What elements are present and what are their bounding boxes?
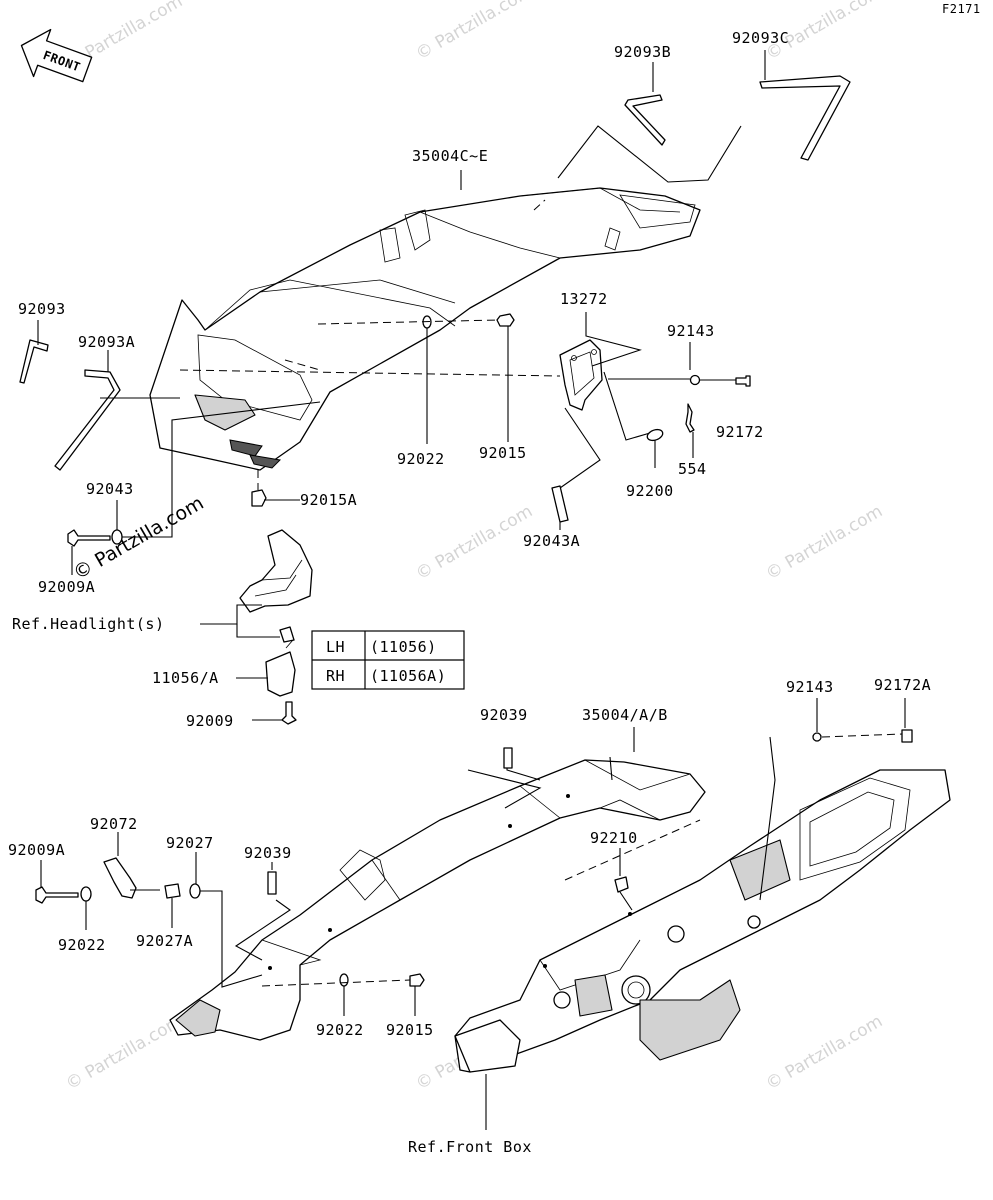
- bolt-head-headlight: [279, 626, 295, 643]
- label-92172A: 92172A: [874, 676, 931, 694]
- label-92043: 92043: [86, 480, 134, 498]
- watermark: © Partzilla.com: [63, 1011, 187, 1094]
- washer-92027: [189, 883, 201, 899]
- table-part-rh: (11056A): [370, 667, 446, 685]
- label-92022-left: 92022: [58, 936, 106, 954]
- label-92039-top: 92039: [480, 706, 528, 724]
- label-92093A: 92093A: [78, 333, 135, 351]
- washer-92022-bottom: [339, 973, 349, 987]
- label-92172: 92172: [716, 423, 764, 441]
- power-outlet-icon: [621, 975, 651, 1005]
- collar-92043: [111, 529, 123, 545]
- ref-front-box: Ref.Front Box: [408, 1138, 532, 1156]
- clip-92210: [614, 876, 629, 893]
- side-table: LH (11056) RH (11056A): [311, 630, 465, 690]
- label-92093B: 92093B: [614, 43, 671, 61]
- watermark: © Partzilla.com: [413, 501, 537, 584]
- figure-code: F2171: [942, 2, 981, 16]
- trim-strip-92093: [19, 339, 49, 384]
- handle-92072: [103, 857, 137, 899]
- bolt-92172: [735, 375, 751, 387]
- collar-92043A: [551, 485, 569, 523]
- lower-body-part: [169, 759, 706, 1041]
- headlight-bracket: [239, 529, 313, 613]
- screw-92009A-top: [67, 529, 111, 547]
- upper-cover-part: [149, 187, 701, 471]
- label-92015A: 92015A: [300, 491, 357, 509]
- screw-92009A-bottom: [35, 886, 79, 904]
- label-92027: 92027: [166, 834, 214, 852]
- bracket-13272: [559, 339, 603, 411]
- label-92009A-bottom: 92009A: [8, 841, 65, 859]
- label-92009: 92009: [186, 712, 234, 730]
- pin-554: [685, 403, 695, 433]
- label-92143-top: 92143: [667, 322, 715, 340]
- watermark: © Partzilla.com: [413, 0, 537, 64]
- label-92210: 92210: [590, 829, 638, 847]
- label-92093: 92093: [18, 300, 66, 318]
- screw-92039-mid: [267, 871, 277, 895]
- table-part-lh: (11056): [370, 638, 437, 656]
- label-35004-A-B: 35004/A/B: [582, 706, 668, 724]
- washer-92200: [646, 428, 664, 442]
- label-92022-bottom: 92022: [316, 1021, 364, 1039]
- front-arrow-icon: FRONT: [20, 28, 93, 83]
- table-side-rh: RH: [326, 667, 345, 685]
- ref-headlight: Ref.Headlight(s): [12, 615, 165, 633]
- label-92093C: 92093C: [732, 29, 789, 47]
- label-35004C-E: 35004C~E: [412, 147, 488, 165]
- washer-92022-left: [80, 886, 92, 902]
- side-cover-11056-A: [265, 651, 296, 697]
- label-92072: 92072: [90, 815, 138, 833]
- label-92143-bottom: 92143: [786, 678, 834, 696]
- label-92015-top: 92015: [479, 444, 527, 462]
- watermark: © Partzilla.com: [763, 501, 887, 584]
- trim-strip-92093C: [759, 75, 851, 161]
- trim-strip-92093A: [54, 369, 121, 471]
- label-92027A: 92027A: [136, 932, 193, 950]
- nut-92015-bottom: [409, 973, 425, 987]
- label-92015-bottom: 92015: [386, 1021, 434, 1039]
- nut-92015-top: [496, 313, 515, 327]
- bolt-92172A: [901, 729, 913, 743]
- label-13272: 13272: [560, 290, 608, 308]
- label-554: 554: [678, 460, 707, 478]
- table-side-lh: LH: [326, 638, 345, 656]
- label-92022-top: 92022: [397, 450, 445, 468]
- label-92043A: 92043A: [523, 532, 580, 550]
- washer-92143-bottom: [812, 732, 822, 742]
- trim-strip-92093B: [624, 94, 666, 146]
- label-92009A-top: 92009A: [38, 578, 95, 596]
- label-11056-A: 11056/A: [152, 669, 219, 687]
- collar-92027A: [164, 883, 181, 899]
- label-92200: 92200: [626, 482, 674, 500]
- washer-92143-top: [689, 374, 701, 386]
- label-92039-mid: 92039: [244, 844, 292, 862]
- nut-92015A: [251, 489, 267, 507]
- dash-panel-part: [454, 769, 951, 1073]
- watermark: © Partzilla.com: [763, 1011, 887, 1094]
- screw-92009: [281, 701, 297, 725]
- screw-92039-top: [503, 747, 513, 769]
